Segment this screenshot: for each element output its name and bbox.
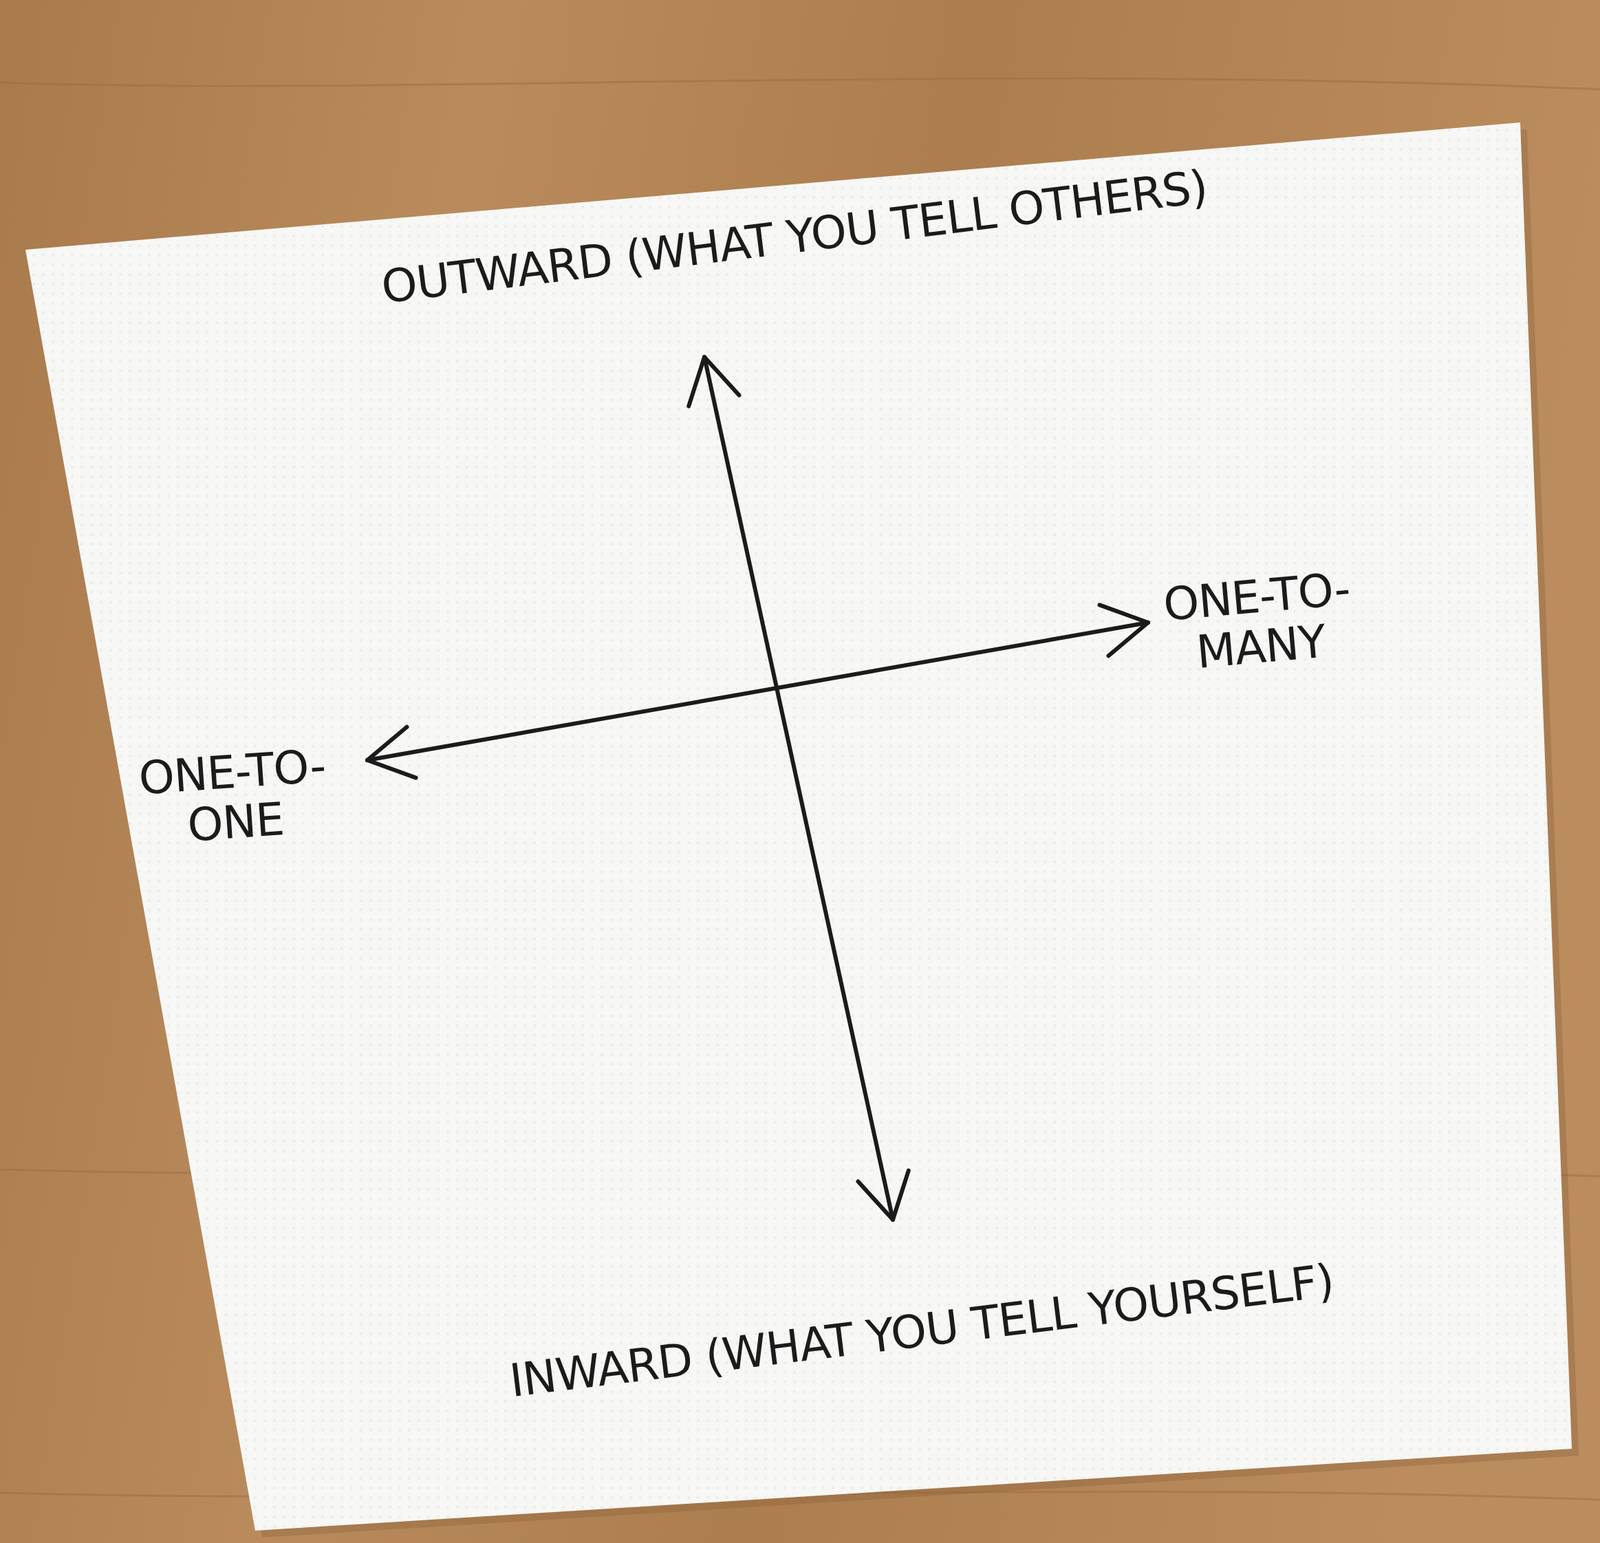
napkin <box>25 122 1572 1531</box>
arrowhead <box>1099 604 1149 623</box>
arrowhead <box>892 1170 909 1220</box>
arrowhead <box>704 357 740 395</box>
arrowhead <box>367 760 416 778</box>
axis-label: ONE-TO-ONE <box>130 740 337 855</box>
vertical-axis <box>704 357 893 1220</box>
horizontal-axis <box>367 622 1149 761</box>
arrowhead <box>1108 622 1149 656</box>
napkin-texture <box>25 122 1572 1531</box>
arrowhead <box>367 727 407 761</box>
arrowhead <box>857 1181 893 1220</box>
axis-label: ONE-TO-MANY <box>1154 564 1363 681</box>
arrowhead <box>688 357 705 406</box>
